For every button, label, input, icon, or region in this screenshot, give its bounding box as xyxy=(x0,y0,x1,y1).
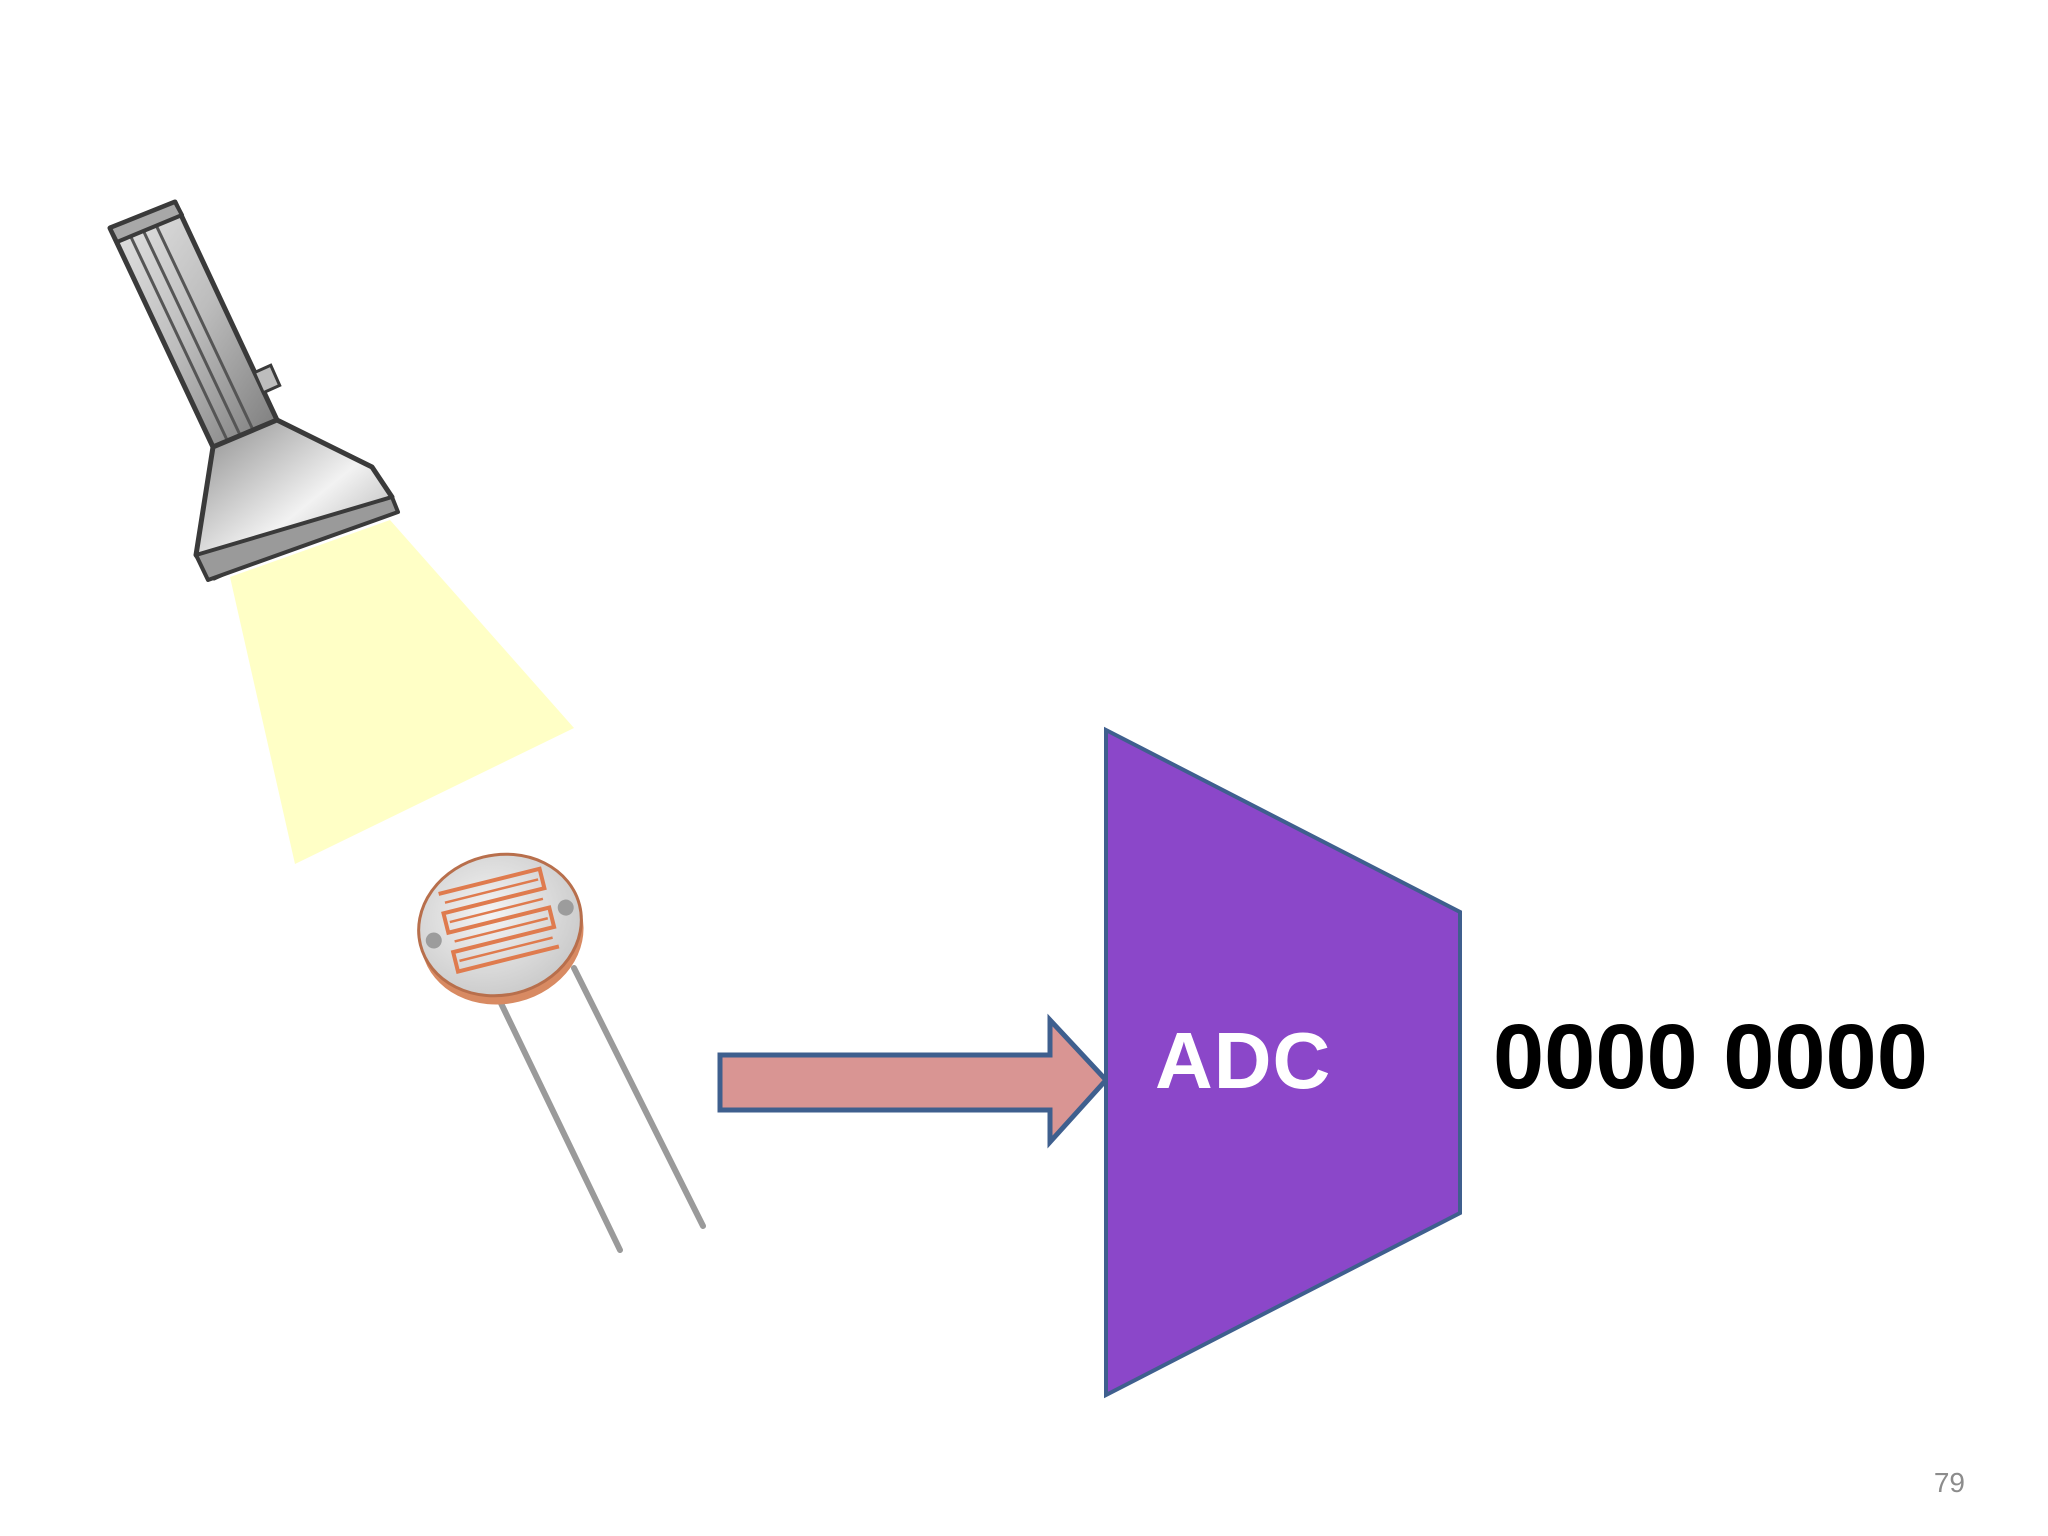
signal-arrow xyxy=(717,1013,1110,1149)
photoresistor-icon xyxy=(417,852,706,1253)
slide-number: 79 xyxy=(1933,1467,1965,1498)
adc-block xyxy=(1104,726,1462,1399)
light-beam xyxy=(230,520,574,864)
digital-output-value: 0000 0000 xyxy=(1493,1006,1928,1108)
adc-label: ADC xyxy=(1155,1016,1332,1105)
flashlight-icon xyxy=(107,199,400,582)
